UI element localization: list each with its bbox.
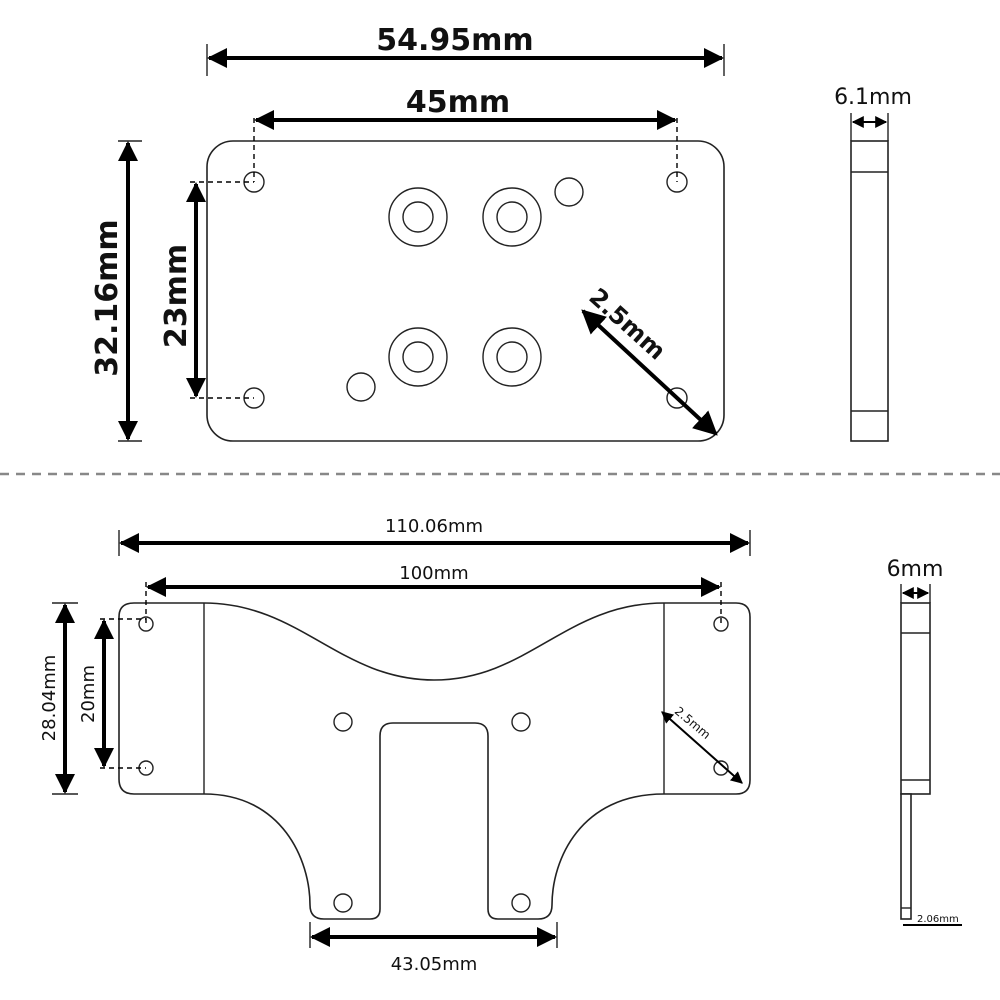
mount-hole-top-left — [138, 616, 154, 632]
locating-hole-1 — [554, 177, 584, 207]
label-tab-width: 43.05mm — [391, 954, 478, 975]
label-hole-spacing-y: 20mm — [78, 665, 99, 723]
label-hole-spacing-y: 23mm — [159, 244, 194, 348]
tab-hole-right — [511, 893, 531, 913]
center-hole-left — [333, 712, 353, 732]
center-hole-right — [511, 712, 531, 732]
counterbore-hole-3 — [388, 327, 448, 387]
label-overall-height: 28.04mm — [39, 655, 60, 742]
label-side-thickness: 6.1mm — [834, 85, 912, 110]
counterbore-hole-2 — [482, 187, 542, 247]
counterbore-hole-4 — [482, 327, 542, 387]
mount-hole-top-right — [713, 616, 729, 632]
label-tab-thickness: 2.06mm — [917, 914, 959, 925]
bottom-plate-front-view: 110.06mm 100mm 28.04mm 20mm 43.05mm 2.5m… — [39, 516, 751, 975]
top-plate-front-view: 54.95mm 45mm 32.16mm 23mm 2.5mm — [90, 23, 725, 442]
dim-line-hole-size — [661, 711, 743, 784]
label-overall-width: 54.95mm — [376, 23, 533, 58]
dim-line-hole-size — [581, 309, 718, 436]
bottom-plate-side-view: 6mm 2.06mm — [887, 557, 962, 926]
counterbore-hole-1 — [388, 187, 448, 247]
label-side-thickness: 6mm — [887, 557, 944, 582]
label-hole-spacing-x: 100mm — [399, 563, 468, 584]
tab-hole-left — [333, 893, 353, 913]
top-plate-side-view: 6.1mm — [834, 85, 912, 442]
label-overall-height: 32.16mm — [90, 219, 125, 376]
locating-hole-2 — [346, 372, 376, 402]
label-overall-width: 110.06mm — [385, 516, 483, 537]
label-hole-spacing-x: 45mm — [406, 85, 510, 120]
